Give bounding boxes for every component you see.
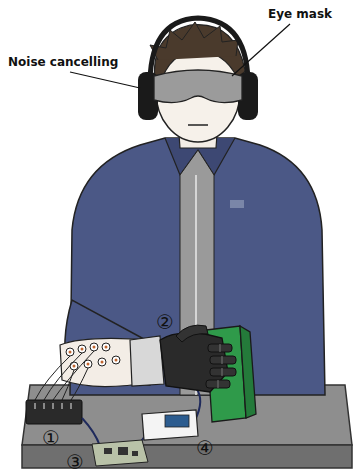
cable bbox=[82, 418, 100, 446]
control-unit bbox=[142, 410, 198, 440]
part-label: Noise cancelling bbox=[8, 56, 118, 69]
circuit-board bbox=[92, 440, 148, 466]
callout-number: ① bbox=[42, 428, 60, 448]
callout-number: ④ bbox=[196, 438, 214, 458]
finger-joints bbox=[218, 344, 222, 388]
screen bbox=[165, 415, 189, 427]
callout-number: ③ bbox=[66, 452, 84, 472]
electrode-wires bbox=[35, 351, 94, 400]
logo bbox=[230, 200, 244, 208]
amplifier-pins bbox=[35, 403, 71, 409]
green-object-side bbox=[240, 326, 256, 418]
socket bbox=[130, 336, 164, 386]
eye-mask bbox=[154, 70, 242, 103]
leader-line bbox=[232, 24, 290, 76]
mouth bbox=[188, 124, 208, 126]
callout-number: ② bbox=[156, 312, 174, 332]
chips bbox=[104, 447, 138, 456]
electrode-dots bbox=[69, 346, 118, 368]
leader-line bbox=[70, 72, 140, 88]
amplifier-box bbox=[26, 400, 82, 424]
part-label: Eye mask bbox=[268, 8, 332, 21]
electrodes bbox=[66, 343, 120, 370]
prosthetic-fingers bbox=[176, 325, 236, 388]
